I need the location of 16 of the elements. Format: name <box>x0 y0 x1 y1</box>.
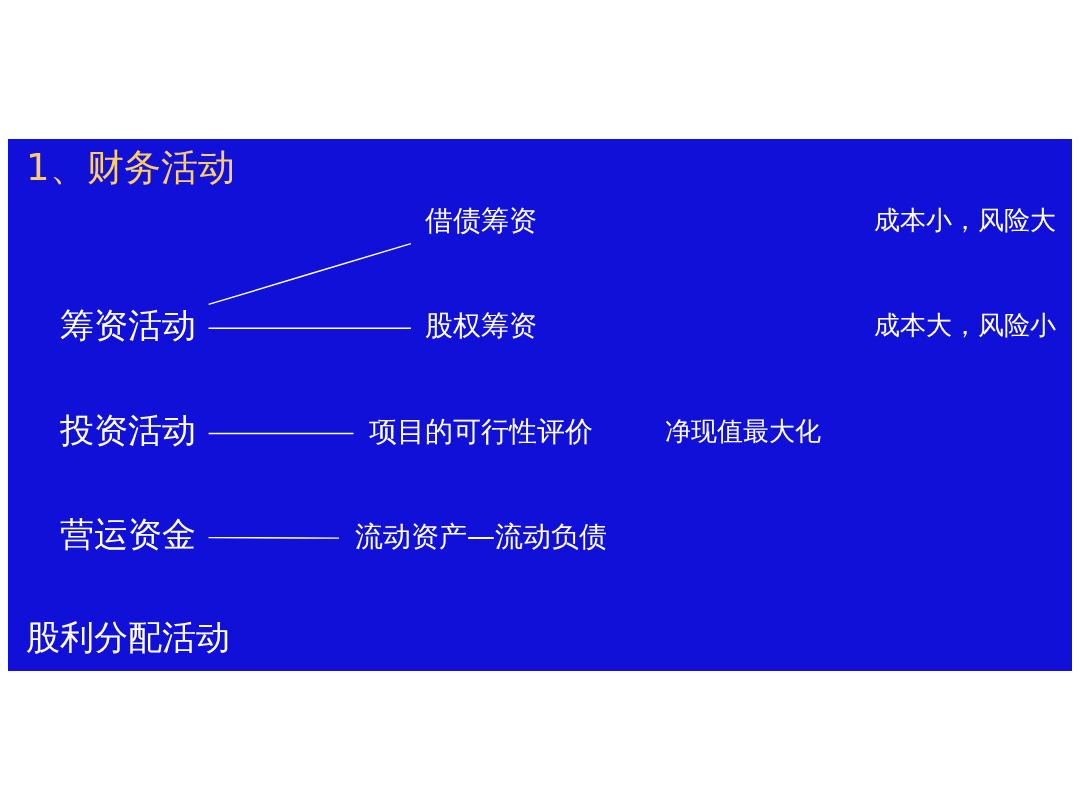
node-text: 营运资金 <box>60 514 197 555</box>
node-text: 借债筹资 <box>424 204 537 238</box>
connector <box>207 327 412 329</box>
diagram-title: 1、财务活动 <box>26 145 235 189</box>
label: 股利分配活动 <box>26 616 231 657</box>
node-text: 股权筹资 <box>424 309 537 343</box>
connector <box>207 242 412 306</box>
node-text: 筹资活动 <box>60 305 197 346</box>
node-text: 项目的可行性评价 <box>368 414 593 448</box>
node-label: 净现值最大化 <box>664 415 821 446</box>
connector <box>207 432 355 435</box>
label: 成本小，风险大 <box>873 205 1056 236</box>
connector <box>207 536 340 539</box>
node-text: 投资活动 <box>60 410 197 451</box>
node-text: 流动资产—流动负债 <box>354 519 608 553</box>
label: 成本大，风险小 <box>873 310 1056 341</box>
